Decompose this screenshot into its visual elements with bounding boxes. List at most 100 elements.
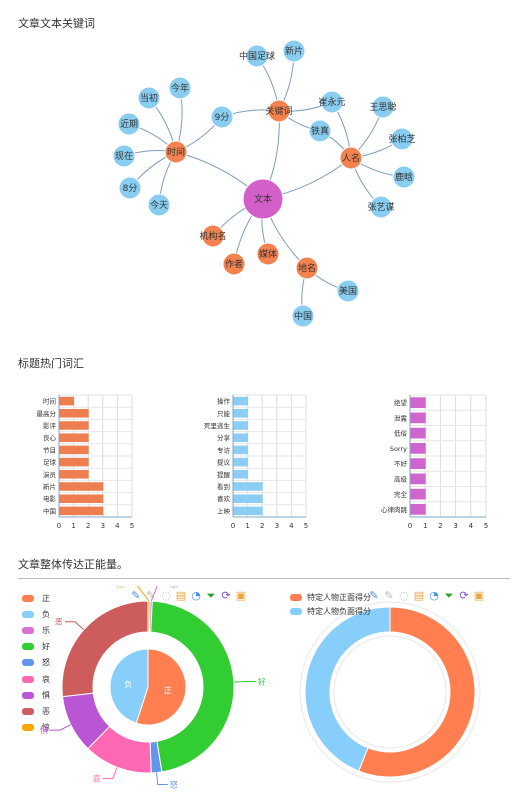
bar-x-tick: 2 (260, 522, 264, 530)
bar-x-tick: 4 (469, 522, 474, 530)
bar-演员[interactable] (59, 470, 89, 479)
graph-node-8fen[interactable]: 8分 (118, 176, 142, 200)
graph-node-label: 人名 (342, 152, 360, 164)
save-image-icon[interactable]: ▣ (235, 589, 247, 602)
bar-category-label: 中国 (43, 506, 56, 515)
bar-完全[interactable] (410, 488, 426, 500)
legend-item-好[interactable]: 好 (22, 639, 50, 655)
legend-item-0[interactable]: 特定人物正面得分 (290, 590, 371, 604)
graph-node-wangsicong[interactable]: 王思聪 (369, 95, 397, 119)
graph-node-dimin[interactable]: 地名 (295, 256, 319, 280)
bar-category-label: Sorry (390, 445, 407, 453)
mark-clear-icon[interactable]: ◌ (161, 589, 171, 602)
graph-node-zhangbozhi[interactable]: 张柏芝 (388, 127, 416, 151)
graph-node-zuozhe[interactable]: 作者 (222, 252, 246, 276)
graph-node-meiguo[interactable]: 美国 (336, 279, 360, 303)
bar-心律肉跳[interactable] (410, 504, 426, 515)
graph-node-luhan[interactable]: 鹿晗 (392, 165, 416, 189)
legend-item-惊[interactable]: 惊 (22, 720, 50, 736)
legend-item-惧[interactable]: 惧 (22, 687, 50, 703)
bar-死里逃生[interactable] (233, 421, 249, 430)
graph-node-renming[interactable]: 人名 (339, 146, 363, 170)
graph-node-meiti[interactable]: 媒体 (256, 242, 280, 266)
mark-clear-icon[interactable]: ◌ (399, 589, 409, 602)
legend-item-恶[interactable]: 恶 (22, 703, 50, 719)
data-view-icon[interactable]: ▤ (175, 589, 187, 602)
graph-node-dangchu[interactable]: 当初 (137, 86, 161, 110)
bar-新片[interactable] (59, 482, 104, 491)
bar-良心[interactable] (59, 433, 89, 442)
graph-node-xinpian[interactable]: 新片 (282, 39, 306, 63)
legend-item-乐[interactable]: 乐 (22, 622, 50, 638)
bar-最高分[interactable] (59, 409, 89, 418)
bar-影评[interactable] (59, 421, 89, 430)
bar-电影[interactable] (59, 494, 104, 503)
restore-icon[interactable]: ⟳ (221, 589, 231, 602)
bar-上映[interactable] (233, 506, 263, 516)
legend-label: 特定人物负面得分 (307, 606, 371, 616)
graph-node-xianzai[interactable]: 现在 (112, 144, 136, 168)
bar-只能[interactable] (233, 409, 249, 418)
emotion-pie-chart: 正负惊乐好怒哀惧恶 (40, 586, 266, 790)
bar-x-tick: 5 (130, 522, 134, 530)
bar-足球[interactable] (59, 457, 89, 467)
bar-低俗[interactable] (410, 427, 426, 439)
graph-node-jigouming[interactable]: 机构名 (199, 224, 227, 248)
bar-时间[interactable] (59, 396, 75, 406)
mark-icon[interactable]: ✎ (131, 589, 141, 602)
score-slice-0[interactable] (358, 606, 476, 778)
bar-Sorry[interactable] (410, 443, 426, 454)
graph-node-zhangyimou[interactable]: 张艺谋 (367, 195, 395, 219)
funnel-switch-icon[interactable]: ⏷ (444, 589, 454, 602)
mark-icon[interactable]: ✎ (369, 589, 379, 602)
restore-icon[interactable]: ⟳ (459, 589, 469, 602)
graph-node-zgzq[interactable]: 中国足球 (239, 44, 275, 68)
legend-swatch (22, 659, 34, 667)
legend-item-1[interactable]: 特定人物负面得分 (290, 604, 371, 618)
legend-item-哀[interactable]: 哀 (22, 671, 50, 687)
bar-中国[interactable] (59, 506, 104, 516)
graph-node-cuiyongyuan[interactable]: 崔永元 (318, 90, 346, 114)
pie-switch-icon[interactable]: ◔ (191, 589, 201, 602)
outer-slice-恶[interactable] (61, 600, 149, 698)
bar-分享[interactable] (233, 433, 249, 442)
graph-node-guanjianci[interactable]: 关键词 (265, 99, 293, 123)
graph-node-jinnian[interactable]: 今年 (168, 76, 192, 100)
bar-节目[interactable] (59, 445, 89, 455)
pie-switch-icon[interactable]: ◔ (429, 589, 439, 602)
score-slice-1[interactable] (304, 606, 391, 772)
mark-undo-icon[interactable]: ✎ (146, 589, 156, 602)
funnel-switch-icon[interactable]: ⏷ (206, 589, 216, 602)
bar-高级[interactable] (410, 473, 426, 485)
legend-label: 乐 (42, 625, 50, 635)
legend-item-怒[interactable]: 怒 (22, 655, 50, 671)
graph-node-jintian[interactable]: 今天 (147, 193, 171, 217)
bar-喜欢[interactable] (233, 494, 263, 503)
bar-提议[interactable] (233, 457, 249, 467)
outer-slice-好[interactable] (150, 600, 235, 773)
graph-node-9fen[interactable]: 9分 (210, 105, 234, 129)
graph-node-wenben[interactable]: 文本 (242, 178, 284, 220)
bar-绝望[interactable] (410, 397, 426, 408)
legend-label: 怒 (42, 658, 50, 668)
save-image-icon[interactable]: ▣ (473, 589, 485, 602)
graph-node-tiezhen[interactable]: 铁真 (308, 119, 332, 143)
bar-泄露[interactable] (410, 412, 426, 424)
bar-不好[interactable] (410, 458, 426, 469)
energy-title: 文章整体传达正能量。 (18, 558, 128, 571)
inner-slice-负[interactable] (109, 648, 149, 724)
data-view-icon[interactable]: ▤ (413, 589, 425, 602)
bar-专访[interactable] (233, 445, 249, 455)
legend-item-负[interactable]: 负 (22, 606, 50, 622)
graph-node-zhongguo[interactable]: 中国 (291, 304, 315, 328)
graph-node-shijian[interactable]: 时间 (164, 140, 188, 164)
graph-node-jinqi[interactable]: 近期 (117, 112, 141, 136)
bar-看到[interactable] (233, 482, 263, 491)
mark-undo-icon[interactable]: ✎ (384, 589, 394, 602)
bar-操作[interactable] (233, 396, 249, 406)
bar-x-tick: 3 (453, 522, 457, 530)
inner-slice-正[interactable] (135, 648, 187, 726)
outer-label-line (49, 724, 71, 731)
bar-提醒[interactable] (233, 470, 249, 479)
legend-item-正[interactable]: 正 (22, 590, 50, 606)
